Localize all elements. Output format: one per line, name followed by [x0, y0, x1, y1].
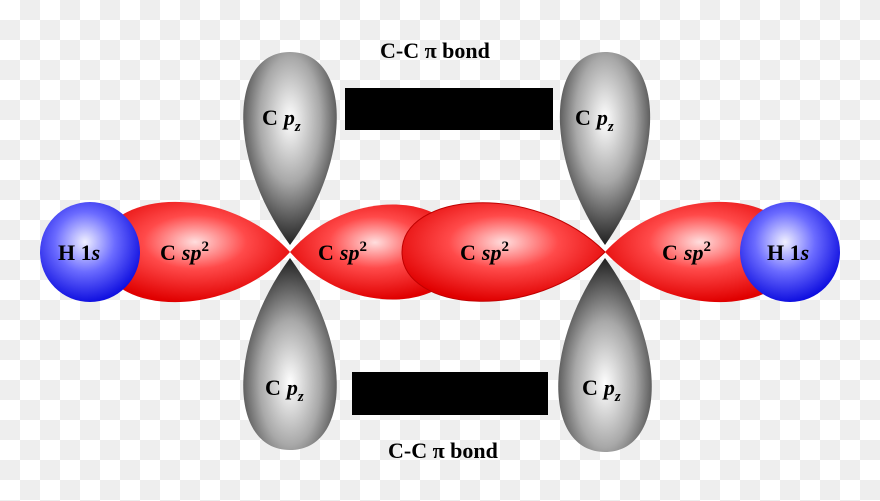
pz-label-left-top-part: z: [294, 119, 301, 135]
sp2-label-1-part: C: [160, 240, 176, 265]
h1s-label-left: H 1s: [58, 240, 100, 265]
pi-bond-label-bottom-part: C-C π bond: [388, 438, 498, 463]
sp2-label-1-part: sp: [181, 240, 202, 265]
h1s-label-right: H 1s: [767, 240, 809, 265]
pz-lobe-left-top: [243, 52, 337, 245]
pz-label-left-top-part: C: [262, 105, 278, 130]
sp2-label-2-part: 2: [359, 239, 367, 255]
h1s-label-left-part: H 1: [58, 240, 92, 265]
pz-label-left-top-part: p: [282, 105, 295, 130]
pz-label-left-bottom-part: C: [265, 375, 281, 400]
sp2-label-3-part: 2: [501, 239, 509, 255]
pi-bond-label-bottom: C-C π bond: [388, 438, 498, 463]
sp2-label-2-part: C: [318, 240, 334, 265]
h1s-label-right-part: H 1: [767, 240, 801, 265]
h1s-label-right-part: s: [800, 240, 810, 265]
pz-label-right-top-part: z: [607, 119, 614, 135]
h1s-label-left-part: s: [91, 240, 101, 265]
pz-lobe-right-top: [559, 52, 651, 245]
pz-lobe-left-bottom: [243, 258, 337, 450]
sp2-label-1-part: 2: [201, 239, 209, 255]
sp2-label-4-part: C: [662, 240, 678, 265]
sp2-lobe-right-inner: [401, 202, 606, 302]
sp2-label-3-part: sp: [481, 240, 502, 265]
pz-label-right-bottom-part: p: [602, 375, 615, 400]
sp2-lobe-left-outer: [100, 201, 290, 303]
pz-label-right-top-part: C: [575, 105, 591, 130]
sp2-label-2-part: sp: [339, 240, 360, 265]
h1s-sphere-left: [40, 202, 140, 302]
pz-label-left-bottom-part: z: [297, 389, 304, 405]
pz-label-left-bottom-part: p: [285, 375, 298, 400]
sp2-label-3-part: C: [460, 240, 476, 265]
pi-bond-label-top-part: C-C π bond: [380, 38, 490, 63]
pz-label-right-bottom-part: C: [582, 375, 598, 400]
sp2-label-4-part: 2: [703, 239, 711, 255]
pz-label-right-top-part: p: [595, 105, 608, 130]
pi-bond-label-top: C-C π bond: [380, 38, 490, 63]
h1s-sphere-right: [740, 202, 840, 302]
pz-label-right-bottom-part: z: [614, 389, 621, 405]
pi-bond-bottom: [352, 372, 548, 415]
sp2-label-4-part: sp: [683, 240, 704, 265]
pz-lobe-right-bottom: [558, 258, 652, 452]
pi-bond-top: [345, 88, 553, 130]
